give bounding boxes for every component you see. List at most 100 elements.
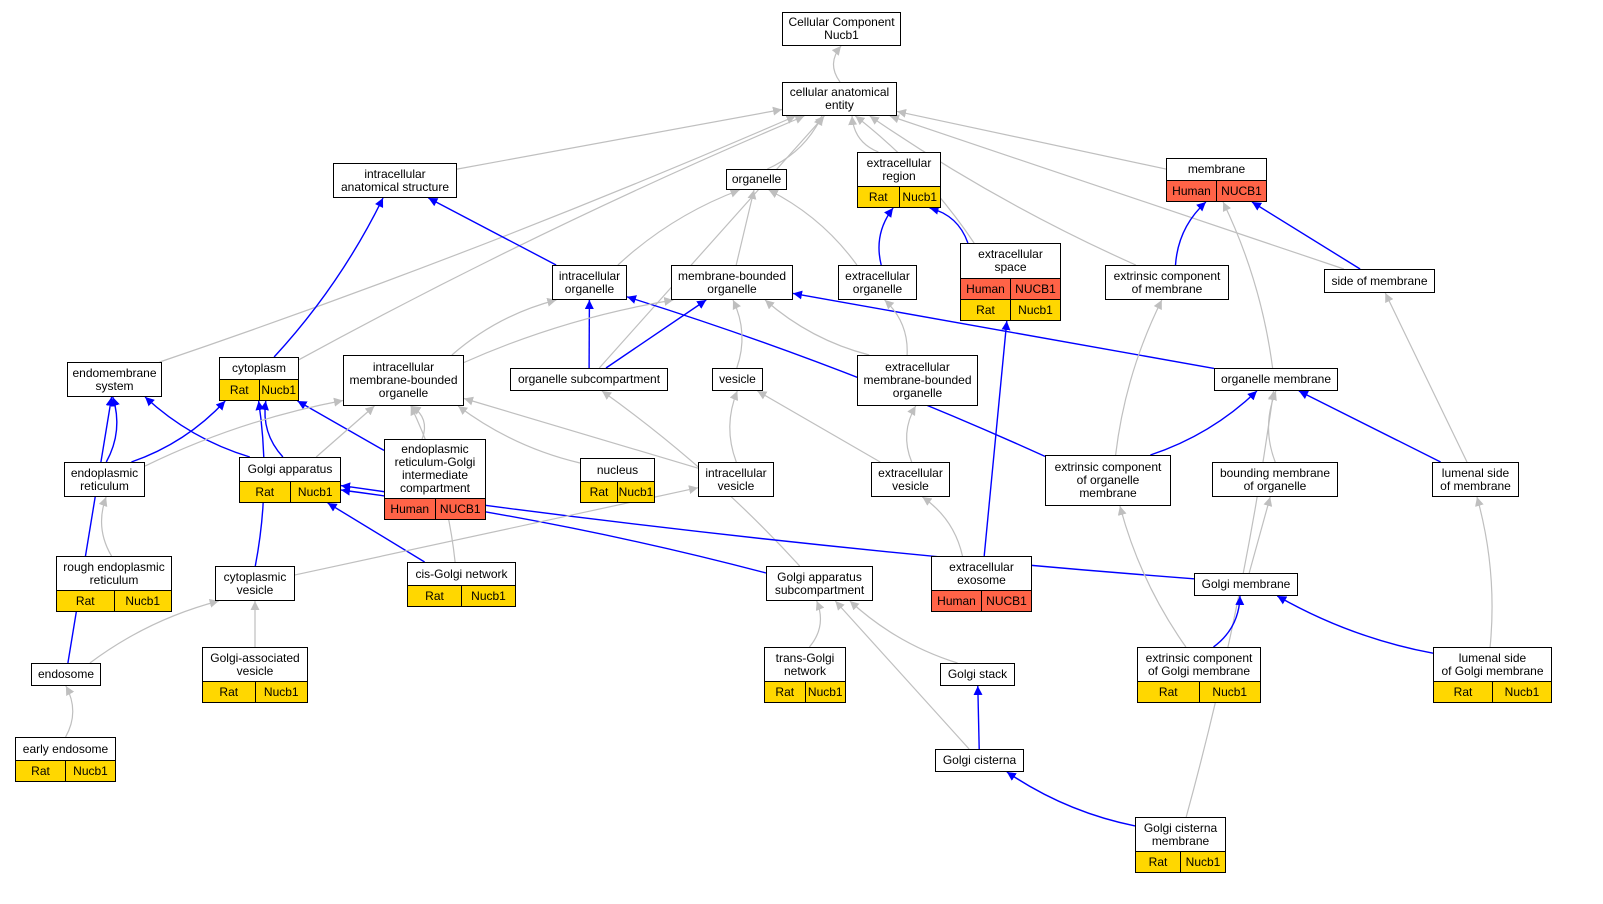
gene-tag: Nucb1	[258, 380, 298, 400]
part-of-edge	[1213, 595, 1245, 648]
is-a-edge	[1117, 505, 1187, 648]
node-label: endoplasmic reticulum-Golgi intermediate…	[394, 442, 476, 495]
part-of-edge	[605, 299, 707, 369]
node-lumside: lumenal side of membrane	[1432, 462, 1519, 497]
is-a-edge	[457, 405, 581, 464]
is-a-edge	[1248, 496, 1273, 574]
node-label: Golgi apparatus	[247, 462, 333, 476]
gene-tag: NUCB1	[1010, 279, 1060, 299]
part-of-edge	[1251, 201, 1361, 270]
species-tag: Rat	[16, 761, 65, 781]
species-tag: Rat	[765, 682, 805, 702]
node-label: Golgi cisterna membrane	[1143, 820, 1218, 848]
part-of-edge	[1174, 201, 1207, 266]
node-label: extracellular exosome	[949, 559, 1014, 587]
node-label: intracellular organelle	[558, 268, 621, 296]
node-boundmem: bounding membrane of organelle	[1212, 462, 1338, 497]
node-label: cellular anatomical entity	[789, 85, 890, 112]
is-a-edge	[617, 188, 740, 266]
node-label: extracellular membrane-bounded organelle	[863, 360, 972, 400]
species-tag: Human	[961, 279, 1010, 299]
is-a-edge	[729, 390, 739, 463]
node-golgicist: Golgi cisterna	[935, 749, 1024, 772]
part-of-edge	[929, 205, 969, 244]
gene-tag: Nucb1	[1180, 852, 1225, 872]
part-of-edge	[983, 320, 1011, 557]
is-a-edge	[315, 405, 375, 458]
part-of-edge	[428, 197, 557, 266]
node-intves: intracellular vesicle	[698, 462, 774, 497]
is-a-edge	[463, 297, 674, 364]
gene-tag: Nucb1	[1010, 300, 1060, 320]
node-vesicle: vesicle	[712, 368, 763, 391]
node-exmbo: extracellular membrane-bounded organelle	[857, 355, 978, 406]
node-label: extracellular vesicle	[878, 465, 943, 493]
node-label: extrinsic component of Golgi membrane	[1145, 650, 1253, 678]
node-root: Cellular Component Nucb1	[782, 12, 901, 46]
node-label: early endosome	[22, 741, 109, 756]
part-of-edge	[273, 197, 384, 358]
is-a-edge	[1115, 299, 1163, 456]
node-endomem: endomembrane system	[67, 362, 162, 397]
part-of-edge	[131, 400, 226, 463]
node-imbo: intracellular membrane-bounded organelle	[343, 355, 464, 406]
part-of-edge	[792, 290, 1215, 370]
node-orgmem: organelle membrane	[1214, 368, 1338, 391]
node-label: Golgi stack	[947, 667, 1008, 681]
node-label: extracellular region	[866, 155, 932, 183]
gene-tag: Nucb1	[898, 187, 940, 207]
part-of-edge	[878, 207, 894, 266]
node-ergic: endoplasmic reticulum-Golgi intermediate…	[384, 439, 486, 520]
part-of-edge	[1298, 390, 1441, 463]
node-label: organelle subcompartment	[517, 372, 661, 386]
node-mborg: membrane-bounded organelle	[671, 265, 793, 300]
is-a-edge	[869, 115, 1137, 266]
is-a-edge	[144, 397, 344, 467]
node-label: endosome	[37, 667, 95, 681]
gene-tag: Nucb1	[254, 682, 307, 702]
part-of-edge	[973, 685, 983, 750]
node-label: vesicle	[719, 372, 756, 386]
node-label: side of membrane	[1331, 273, 1428, 288]
node-label: lumenal side of membrane	[1440, 465, 1511, 493]
species-tag: Human	[932, 591, 981, 611]
part-of-edge	[1276, 595, 1434, 654]
gene-tag: Nucb1	[65, 761, 115, 781]
gene-tag: Nucb1	[1198, 682, 1260, 702]
node-label: endoplasmic reticulum	[70, 465, 139, 493]
gene-tag: Nucb1	[1492, 682, 1551, 702]
is-a-edge	[735, 189, 757, 266]
is-a-edge	[768, 189, 858, 266]
species-tag: Rat	[1136, 852, 1180, 872]
part-of-edge	[144, 396, 251, 458]
species-tag: Rat	[1434, 682, 1492, 702]
species-tag: Human	[1167, 181, 1216, 201]
gene-tag: NUCB1	[1216, 181, 1266, 201]
node-label: Cellular Component Nucb1	[788, 15, 895, 42]
gene-tag: Nucb1	[461, 586, 515, 606]
is-a-edge	[884, 299, 908, 356]
node-ias: intracellular anatomical structure	[333, 163, 457, 198]
node-cytves: cytoplasmic vesicle	[215, 566, 295, 601]
node-label: organelle membrane	[1220, 372, 1332, 386]
